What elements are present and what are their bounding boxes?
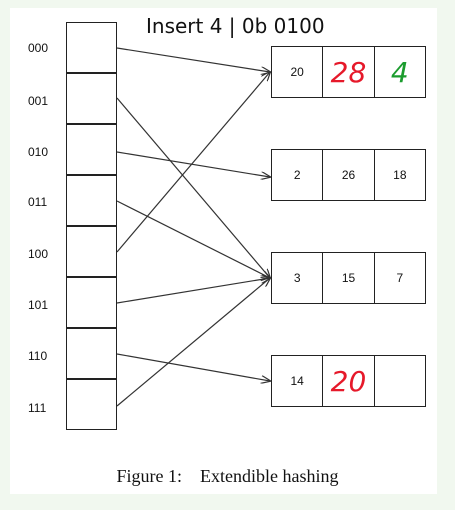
dir-label-000: 000 (28, 41, 49, 55)
directory-cell-110 (66, 328, 117, 379)
bucket-1-slot-1: 26 (323, 150, 375, 200)
dir-label-101: 101 (28, 298, 49, 312)
dir-label-110: 110 (28, 349, 48, 363)
dir-label-001: 001 (28, 94, 49, 108)
bucket-0-slot-1: 28 (323, 47, 375, 97)
dir-label-100: 100 (28, 247, 49, 261)
bucket-0-slot-2: 4 (375, 47, 425, 97)
dir-label-111: 111 (28, 401, 47, 415)
bucket-3-slot-0: 14 (272, 356, 324, 406)
directory-cell-100 (66, 226, 117, 277)
handwritten-4: 4 (390, 55, 409, 89)
bucket-1-slot-0: 2 (272, 150, 324, 200)
dir-label-011: 011 (28, 195, 48, 209)
bucket-2-slot-2: 7 (396, 271, 404, 285)
directory-cell-111 (66, 379, 117, 430)
diagram-title: Insert 4 | 0b 0100 (146, 14, 325, 38)
bucket-2: 3 15 7 (271, 252, 426, 304)
bucket-0-slot-0: 20 (272, 47, 324, 97)
directory-cell-011 (66, 175, 117, 226)
directory-cell-101 (66, 277, 117, 328)
handwritten-20: 20 (330, 364, 367, 398)
directory-cell-001 (66, 73, 117, 124)
handwritten-28: 28 (330, 55, 367, 89)
dir-label-010: 010 (28, 145, 49, 159)
bucket-1-slot-2: 18 (393, 168, 407, 182)
bucket-1: 2 26 18 (271, 149, 426, 201)
directory-cell-010 (66, 124, 117, 175)
bucket-0: 20 28 4 (271, 46, 426, 98)
bucket-3-slot-2 (375, 356, 425, 406)
bucket-2-slot-1: 15 (323, 253, 375, 303)
bucket-3-slot-1: 20 (323, 356, 375, 406)
bucket-3: 14 20 (271, 355, 426, 407)
directory-cell-000 (66, 22, 117, 73)
bucket-2-slot-0: 3 (272, 253, 324, 303)
figure-caption: Figure 1: Extendible hashing (116, 466, 339, 486)
